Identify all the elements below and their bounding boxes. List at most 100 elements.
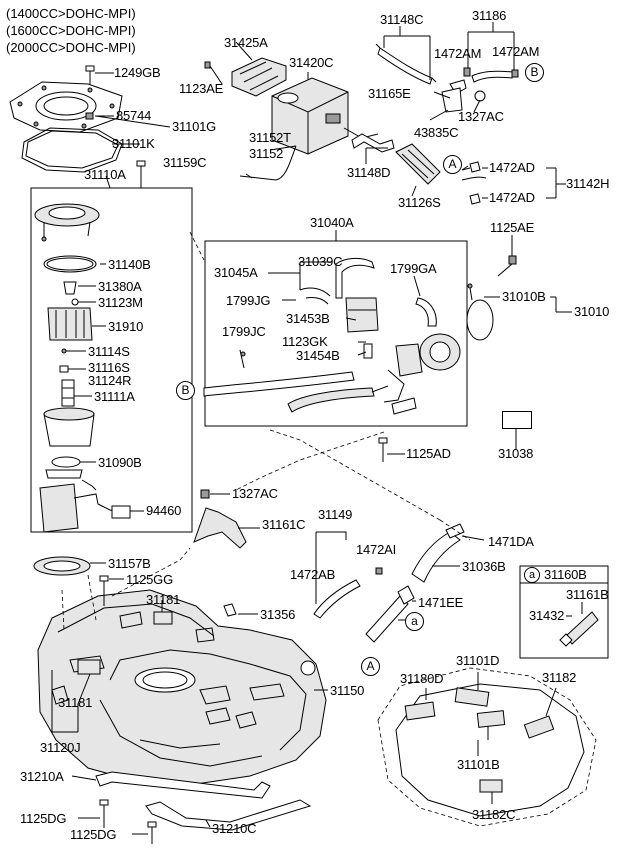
filter-31126S <box>395 143 441 185</box>
vent-hose <box>287 387 375 413</box>
part-1123AE: 1123AE <box>179 81 224 96</box>
part-1327AC-mid: 1327AC <box>232 486 278 501</box>
module-31040A <box>239 257 461 415</box>
bracket-43835C <box>441 87 463 113</box>
filter-31910 <box>47 307 93 341</box>
part-1125AD: 1125AD <box>406 446 451 461</box>
bolt-1249GB <box>85 65 95 84</box>
part-31039C: 31039C <box>298 254 343 269</box>
part-31181-bot: 31181 <box>58 695 93 710</box>
canister-bracket <box>231 57 287 97</box>
ref-B-module: B <box>176 381 195 400</box>
ref-a-pipe: a <box>405 612 424 631</box>
ring-31140B <box>43 255 97 273</box>
part-31010B: 31010B <box>502 289 546 304</box>
reservoir-lower <box>43 407 95 447</box>
part-31380A: 31380A <box>98 279 142 294</box>
part-31114S: 31114S <box>88 344 130 359</box>
part-31161B: 31161B <box>566 587 609 602</box>
pad-31181-bot <box>77 659 101 675</box>
part-1799JG: 1799JG <box>226 293 271 308</box>
part-31101B: 31101B <box>457 757 500 772</box>
canister-vent-tube <box>239 145 297 181</box>
pad-31101B <box>476 710 506 728</box>
part-94460: 94460 <box>146 503 182 518</box>
screw-1123AE <box>204 61 211 69</box>
part-31150: 31150 <box>330 683 365 698</box>
reference-box-31038 <box>502 411 532 429</box>
filler-pipe-a <box>365 595 409 643</box>
part-31454B: 31454B <box>296 348 340 363</box>
regulator-31380A <box>63 281 77 295</box>
nut-1327AC-mid <box>200 489 210 499</box>
part-1123GK: 1123GK <box>282 334 328 349</box>
part-31036B: 31036B <box>462 559 506 574</box>
part-31453B: 31453B <box>286 311 330 326</box>
dashed-routing <box>61 231 471 631</box>
engine-line-2: (1600CC>DOHC-MPI) <box>6 23 136 38</box>
bolts-1125DG <box>99 799 157 844</box>
part-1471EE: 1471EE <box>418 595 464 610</box>
part-31101G: 31101G <box>172 119 217 134</box>
hose-31186 <box>471 70 513 83</box>
part-1472AD-2: 1472AD <box>489 190 535 205</box>
part-1249GB: 1249GB <box>114 65 161 80</box>
pump-assembly-frame <box>30 187 193 533</box>
part-31149: 31149 <box>318 507 353 522</box>
part-31140B: 31140B <box>108 257 151 272</box>
part-31425A: 31425A <box>224 35 268 50</box>
strainer-31090B <box>51 456 81 468</box>
part-31182: 31182 <box>542 670 577 685</box>
nut-85744 <box>85 112 94 120</box>
hose-31148D <box>351 133 395 153</box>
part-1125DG-2: 1125DG <box>70 827 117 842</box>
ref-a-inset: a <box>524 567 540 583</box>
pad-31182 <box>523 715 555 739</box>
part-31116S: 31116S <box>88 360 130 375</box>
clamp-1471EE <box>397 585 415 605</box>
clip-31114S <box>61 348 67 354</box>
hose-31148C <box>377 47 433 85</box>
bolt-1125GG <box>99 575 109 606</box>
part-1472AI: 1472AI <box>356 542 397 557</box>
feed-hose-B <box>203 371 355 397</box>
inset-frame-31160B <box>519 565 609 659</box>
part-31181-top: 31181 <box>146 592 181 607</box>
pump-cover-plate <box>9 81 123 133</box>
part-31124R: 31124R <box>88 373 132 388</box>
nut-1327AC-top <box>474 90 486 102</box>
part-31101D: 31101D <box>456 653 500 668</box>
part-31356: 31356 <box>260 607 296 622</box>
part-1125DG-1: 1125DG <box>20 811 67 826</box>
part-31186: 31186 <box>472 8 507 23</box>
pad-31101D <box>454 687 490 707</box>
part-1327AC-top: 1327AC <box>458 109 504 124</box>
part-31180D: 31180D <box>400 671 444 686</box>
tank-protector <box>395 683 585 817</box>
o-ring-31123M <box>71 298 79 306</box>
part-31148C: 31148C <box>380 12 424 27</box>
clip-31356 <box>223 603 237 617</box>
pump-31111A <box>61 379 75 407</box>
strap-31210C <box>145 799 312 831</box>
part-31090B: 31090B <box>98 455 142 470</box>
canister <box>271 77 349 155</box>
pump-flange <box>34 203 100 242</box>
clip-1472AI <box>375 567 383 575</box>
pump-cover-gasket <box>21 127 123 173</box>
fuel-cap-31010 <box>466 255 517 341</box>
part-31157B: 31157B <box>108 556 151 571</box>
part-31101K: 31101K <box>112 136 155 151</box>
part-31910: 31910 <box>108 319 144 334</box>
part-31111A: 31111A <box>94 389 135 404</box>
part-1125GG: 1125GG <box>126 572 173 587</box>
sender-unit-94460 <box>39 479 131 533</box>
pad-31180D <box>404 701 436 721</box>
part-31123M: 31123M <box>98 295 143 310</box>
part-43835C: 43835C <box>414 125 459 140</box>
part-1799GA: 1799GA <box>390 261 437 276</box>
engine-line-1: (1400CC>DOHC-MPI) <box>6 6 136 21</box>
part-31161C: 31161C <box>262 517 306 532</box>
